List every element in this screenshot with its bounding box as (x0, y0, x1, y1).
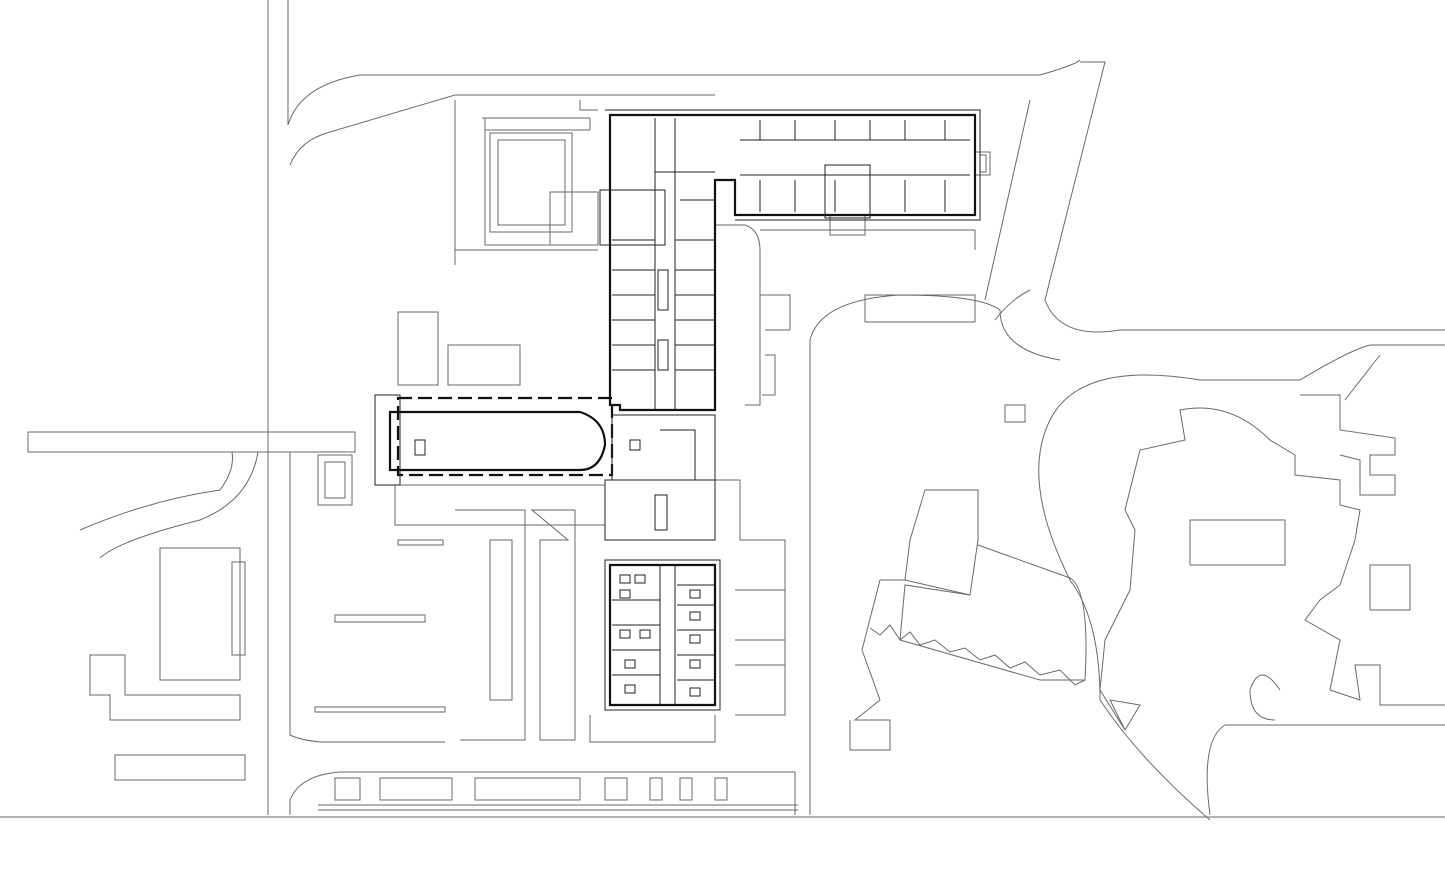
site-context-lines (0, 0, 1445, 821)
building-walls (374, 109, 981, 711)
